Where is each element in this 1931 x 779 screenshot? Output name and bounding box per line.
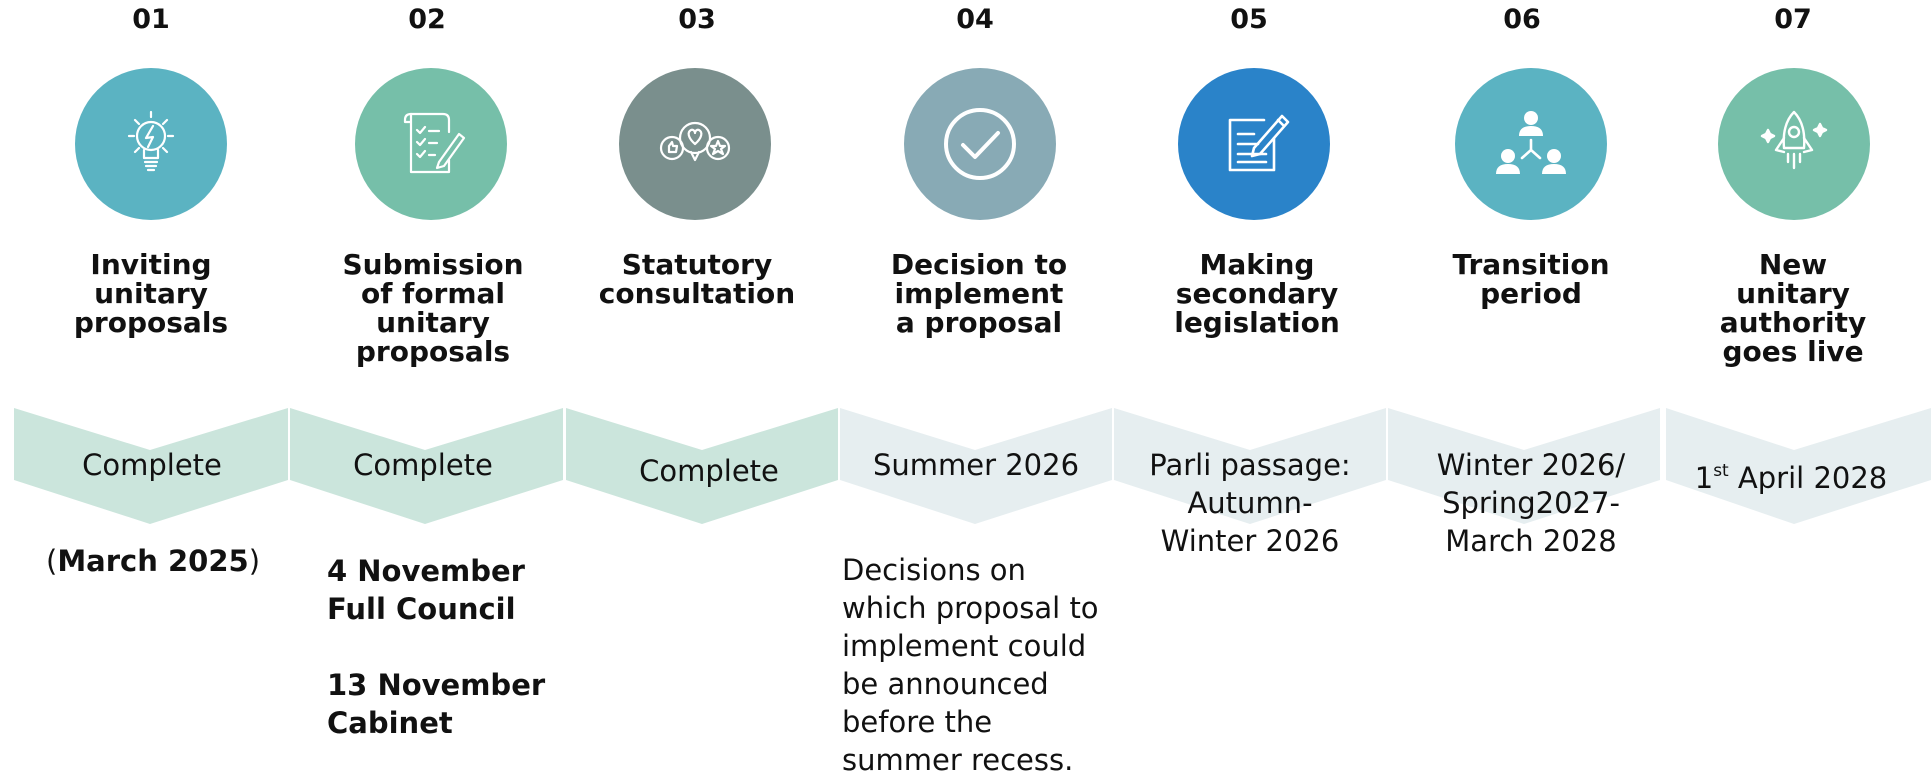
step-status-2: Complete bbox=[353, 448, 493, 482]
step-status-6-line: March 2028 bbox=[1445, 524, 1617, 558]
step-title-7-line: goes live bbox=[1722, 335, 1864, 368]
step-2-meeting-notes: 4 November Full Council 13 November Cabi… bbox=[327, 552, 545, 742]
step-title-4: Decision to implement a proposal bbox=[859, 250, 1099, 337]
step-title-5-line: legislation bbox=[1174, 306, 1340, 339]
step-number-4: 04 bbox=[956, 4, 994, 35]
step-title-1-line: unitary bbox=[94, 277, 208, 310]
step-1-date-open: ( bbox=[46, 544, 58, 578]
step-icon-circle-5 bbox=[1178, 68, 1330, 220]
step-number-3: 03 bbox=[678, 4, 716, 35]
step-number-1: 01 bbox=[132, 4, 170, 35]
step-number-7: 07 bbox=[1774, 4, 1812, 35]
step-title-5: Making secondary legislation bbox=[1137, 250, 1377, 337]
status-7-ordinal-suffix: st bbox=[1713, 461, 1729, 481]
step-title-2-line: of formal bbox=[360, 277, 506, 310]
step-title-7-line: authority bbox=[1719, 306, 1867, 339]
step-status-5: Parli passage: Autumn- Winter 2026 bbox=[1130, 446, 1370, 560]
step-status-1: Complete bbox=[82, 448, 222, 482]
step-title-3: Statutory consultation bbox=[577, 250, 817, 308]
feedback-bubbles-icon bbox=[659, 121, 731, 162]
step-title-3-line: Statutory bbox=[621, 248, 773, 281]
step-status-5-line: Winter 2026 bbox=[1160, 524, 1340, 558]
step-title-4-line: implement bbox=[894, 277, 1064, 310]
step-title-2-line: proposals bbox=[355, 335, 511, 368]
step-2-note-line: 13 November bbox=[327, 668, 546, 702]
step-2-note-line: 4 November bbox=[327, 554, 525, 588]
step-status-5-line: Parli passage: bbox=[1149, 448, 1351, 482]
chevron-step-6 bbox=[1388, 408, 1660, 524]
step-title-2: Submission of formal unitary proposals bbox=[313, 250, 553, 366]
step-status-7: 1st April 2028 bbox=[1671, 452, 1911, 497]
step-status-3: Complete bbox=[639, 454, 779, 488]
lightbulb-icon bbox=[127, 110, 175, 172]
step-status-6: Winter 2026/ Spring2027- March 2028 bbox=[1411, 446, 1651, 560]
step-title-5-line: secondary bbox=[1175, 277, 1339, 310]
chevron-step-3 bbox=[566, 408, 838, 524]
step-title-1: Inviting unitary proposals bbox=[31, 250, 271, 337]
step-title-5-line: Making bbox=[1199, 248, 1315, 281]
step-title-6: Transition period bbox=[1411, 250, 1651, 308]
checkmark-icon bbox=[944, 108, 1016, 180]
chevron-band bbox=[14, 408, 1931, 524]
note-spacer bbox=[327, 628, 545, 666]
step-title-4-line: Decision to bbox=[890, 248, 1068, 281]
step-4-note-line: summer recess. bbox=[842, 743, 1074, 777]
step-title-6-line: period bbox=[1480, 277, 1582, 310]
step-2-note-line: Cabinet bbox=[327, 706, 453, 740]
step-title-6-line: Transition bbox=[1452, 248, 1610, 281]
step-title-4-line: a proposal bbox=[895, 306, 1063, 339]
step-4-decision-note: Decisions on which proposal to implement… bbox=[842, 551, 1099, 779]
step-icon-circle-7 bbox=[1718, 68, 1870, 220]
step-icon-circle-3 bbox=[619, 68, 771, 220]
step-number-6: 06 bbox=[1503, 4, 1541, 35]
chevron-step-4 bbox=[840, 408, 1112, 524]
step-title-7-line: New bbox=[1758, 248, 1828, 281]
step-4-note-line: be announced bbox=[842, 667, 1049, 701]
step-icon-circle-6 bbox=[1455, 68, 1607, 220]
step-title-1-line: proposals bbox=[73, 306, 229, 339]
chevron-step-5 bbox=[1114, 408, 1386, 524]
step-title-2-line: unitary bbox=[376, 306, 490, 339]
step-1-date-note: (March 2025) bbox=[46, 544, 260, 578]
step-icon-circle-1 bbox=[75, 68, 227, 220]
step-status-5-line: Autumn- bbox=[1187, 486, 1313, 520]
people-network-icon bbox=[1496, 111, 1566, 174]
chevron-step-7 bbox=[1666, 408, 1931, 524]
step-2-note-line: Full Council bbox=[327, 592, 516, 626]
checklist-icon bbox=[403, 112, 466, 174]
step-title-2-line: Submission bbox=[342, 248, 524, 281]
step-icon-circle-2 bbox=[355, 68, 507, 220]
step-4-note-line: which proposal to bbox=[842, 591, 1099, 625]
status-7-day: 1 bbox=[1694, 461, 1714, 495]
document-pen-icon bbox=[1228, 114, 1290, 172]
step-icon-circle-4 bbox=[904, 68, 1056, 220]
step-4-note-line: before the bbox=[842, 705, 993, 739]
rocket-icon bbox=[1760, 110, 1828, 170]
step-status-4: Summer 2026 bbox=[872, 448, 1080, 482]
step-number-2: 02 bbox=[408, 4, 446, 35]
status-7-rest: April 2028 bbox=[1728, 461, 1888, 495]
step-title-3-line: consultation bbox=[598, 277, 796, 310]
step-title-1-line: Inviting bbox=[90, 248, 212, 281]
step-1-date: March 2025 bbox=[57, 544, 249, 578]
step-number-5: 05 bbox=[1230, 4, 1268, 35]
step-4-note-line: Decisions on bbox=[842, 553, 1026, 587]
step-status-6-line: Winter 2026/ bbox=[1436, 448, 1626, 482]
chevron-step-2 bbox=[290, 408, 563, 524]
chevron-step-1 bbox=[14, 408, 288, 524]
step-title-7-line: unitary bbox=[1736, 277, 1850, 310]
step-4-note-line: implement could bbox=[842, 629, 1087, 663]
step-title-7: New unitary authority goes live bbox=[1673, 250, 1913, 366]
step-1-date-close: ) bbox=[248, 544, 261, 578]
step-status-6-line: Spring2027- bbox=[1442, 486, 1620, 520]
